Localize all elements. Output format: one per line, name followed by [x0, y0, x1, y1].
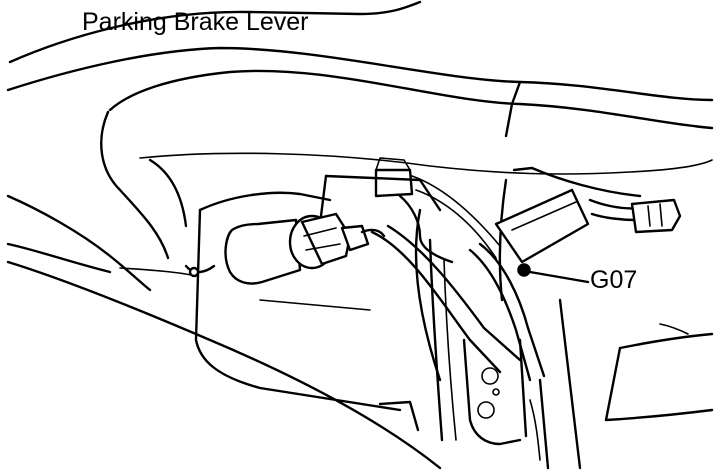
center-trim: [428, 238, 457, 442]
right-floor-panel: [604, 323, 714, 422]
wire-harness: [370, 157, 546, 382]
brake-lever-arm: [494, 166, 682, 302]
wiring-connector: [184, 212, 386, 285]
left-trim-panel: [6, 194, 442, 470]
parking-brake-lever-label: Parking Brake Lever: [82, 8, 309, 36]
console-housing: [6, 0, 714, 260]
ground-bolt: [517, 263, 590, 284]
ground-point-label: G07: [590, 266, 638, 294]
lower-plate: [462, 298, 582, 470]
